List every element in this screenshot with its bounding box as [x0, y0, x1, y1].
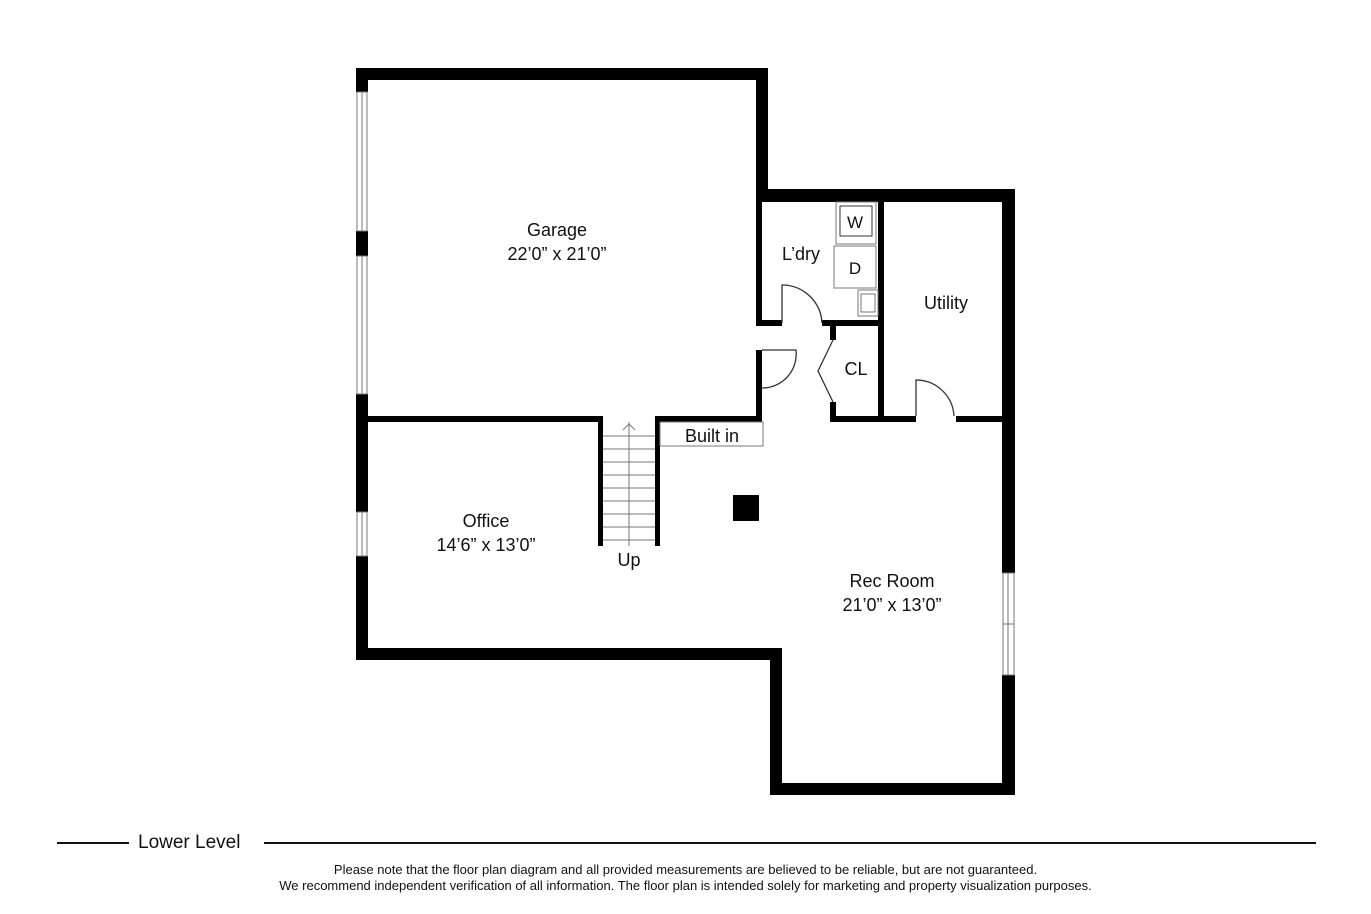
- stairs: [603, 422, 655, 546]
- level-label: Lower Level: [138, 832, 241, 853]
- door-utility: [915, 379, 955, 417]
- wall-office-bottom: [356, 648, 782, 660]
- laundry-label: L’dry: [782, 244, 820, 264]
- support-column: [733, 495, 759, 521]
- wall-right-upper: [1002, 189, 1015, 573]
- wall-laundry-bottom-left: [756, 320, 782, 326]
- rec-room-size: 21’0” x 13’0”: [842, 595, 941, 615]
- wall-garage-right-upper: [756, 68, 768, 202]
- dryer-label: D: [849, 259, 861, 278]
- wall-utility-bottom-left: [878, 416, 916, 422]
- wall-garage-office-right: [656, 416, 762, 422]
- dryer-box: [833, 245, 877, 289]
- legend-line-right: [264, 842, 1316, 844]
- wall-rec-bottom: [770, 783, 1015, 795]
- wall-garage-laundry-lower: [756, 350, 762, 422]
- built-in-cabinet: [659, 421, 764, 447]
- washer-inner: [839, 205, 873, 237]
- door-closet: [817, 339, 834, 403]
- wall-stair-right: [655, 416, 660, 546]
- wall-utility-bottom-right: [956, 416, 1015, 422]
- wall-laundry-utility: [878, 189, 884, 422]
- wall-garage-office: [356, 416, 601, 422]
- wall-right-lower: [1002, 675, 1015, 795]
- level-legend: Lower Level: [57, 830, 1316, 856]
- legend-line-left: [57, 842, 129, 844]
- wall-garage-laundry-upper: [756, 189, 762, 323]
- interior-walls: [356, 189, 1015, 546]
- disclaimer: Please note that the floor plan diagram …: [0, 862, 1371, 894]
- door-garage: [761, 349, 797, 389]
- wall-left-d: [356, 556, 368, 660]
- stair-arrow: [622, 423, 636, 431]
- disclaimer-line-1: Please note that the floor plan diagram …: [333, 862, 1038, 877]
- closet-label: CL: [844, 359, 867, 379]
- garage-size: 22’0” x 21’0”: [507, 244, 606, 264]
- doors: [761, 284, 955, 417]
- laundry-fixtures: [833, 201, 879, 317]
- wall-garage-top: [356, 68, 768, 80]
- wall-wing-top: [756, 189, 1015, 202]
- office-label: Office: [463, 511, 510, 531]
- wall-laundry-bottom-right: [822, 320, 884, 326]
- wall-left-a: [356, 68, 368, 92]
- wall-closet-left-upper: [830, 320, 836, 340]
- garage-label: Garage: [527, 220, 587, 240]
- exterior-walls: [356, 68, 1015, 795]
- door-laundry: [781, 284, 823, 324]
- wall-stair-left: [598, 416, 603, 546]
- builtin-label: Built in: [685, 426, 739, 446]
- rec-room-label: Rec Room: [849, 571, 934, 591]
- office-size: 14’6” x 13’0”: [436, 535, 535, 555]
- wall-closet-bottom: [830, 416, 884, 422]
- wall-closet-left-lower: [830, 402, 836, 422]
- utility-label: Utility: [924, 293, 968, 313]
- windows: [356, 91, 1015, 676]
- sink-basin: [860, 293, 876, 313]
- wall-rec-left: [770, 648, 782, 795]
- washer-label: W: [847, 213, 863, 232]
- disclaimer-line-2: We recommend independent verification of…: [279, 878, 1092, 893]
- wall-left-b: [356, 231, 368, 256]
- stairs-label: Up: [617, 550, 640, 570]
- wall-left-c: [356, 394, 368, 512]
